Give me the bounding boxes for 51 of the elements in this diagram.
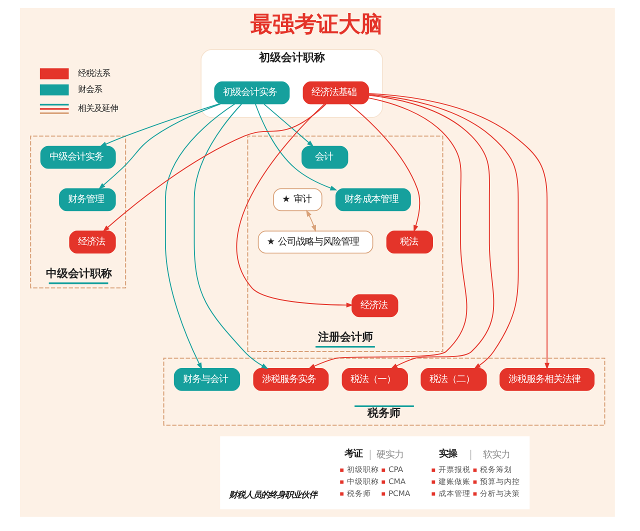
legend-label: 财会系 bbox=[78, 84, 102, 94]
label: 预算与内控 bbox=[480, 476, 520, 486]
arrow bbox=[236, 103, 353, 308]
arrow bbox=[368, 93, 549, 370]
arrow bbox=[368, 94, 518, 370]
node-box: 会计 bbox=[301, 146, 348, 169]
label: 税务筹划 bbox=[480, 465, 512, 474]
node-box: 经济法 bbox=[68, 230, 116, 254]
arrow bbox=[368, 94, 494, 369]
label: 硬实力 bbox=[376, 449, 404, 460]
diagram-title: 最强考证大脑 bbox=[250, 12, 382, 38]
label: CMA bbox=[388, 476, 406, 486]
node-box: 财务管理 bbox=[58, 188, 116, 212]
arrow bbox=[348, 103, 420, 232]
node-box: ★ 审计 bbox=[272, 188, 322, 212]
node-box: 涉税服务相关法律 bbox=[499, 368, 594, 391]
label: CPA bbox=[388, 465, 403, 474]
label: PCMA bbox=[388, 488, 410, 498]
node-box: 财务成本管理 bbox=[334, 188, 410, 212]
label: 建账做账 bbox=[438, 476, 470, 486]
node-box: 经济法基础 bbox=[302, 81, 368, 104]
node-box: 税法（二） bbox=[420, 368, 486, 391]
legend-label: 相关及延伸 bbox=[78, 103, 118, 114]
arrow bbox=[254, 104, 337, 190]
node-box: ★ 公司战略与风险管理 bbox=[257, 230, 373, 254]
node-box: 经济法 bbox=[351, 294, 398, 318]
arrow bbox=[102, 104, 326, 232]
label: 财税人员的终身职业伙伴 bbox=[228, 489, 317, 500]
node-box: 涉税服务实务 bbox=[252, 368, 328, 391]
arrow bbox=[306, 210, 316, 232]
arrow bbox=[193, 104, 268, 370]
legend-label: 经税法系 bbox=[78, 68, 110, 78]
label: 分析与决策 bbox=[480, 488, 520, 498]
label: 税务师 bbox=[346, 488, 370, 498]
node-box: 税法 bbox=[386, 230, 432, 254]
label: 考证 bbox=[344, 448, 362, 460]
node-box: 财务与会计 bbox=[173, 368, 240, 391]
node-box: 中级会计实务 bbox=[40, 146, 116, 169]
node-box: 初级会计实务 bbox=[214, 81, 290, 104]
arrow bbox=[164, 103, 235, 370]
arrow bbox=[98, 103, 220, 190]
label: 中级职称 bbox=[346, 476, 378, 486]
label: 成本管理 bbox=[438, 488, 470, 498]
label: 实操 bbox=[438, 448, 456, 460]
arrow bbox=[308, 97, 467, 370]
node-box: 税法（一） bbox=[341, 368, 408, 391]
arrow bbox=[263, 104, 314, 147]
label: 初级职称 bbox=[346, 465, 378, 474]
arrow bbox=[99, 103, 219, 147]
label: 软实力 bbox=[482, 449, 510, 460]
label: 开票报税 bbox=[438, 465, 470, 474]
